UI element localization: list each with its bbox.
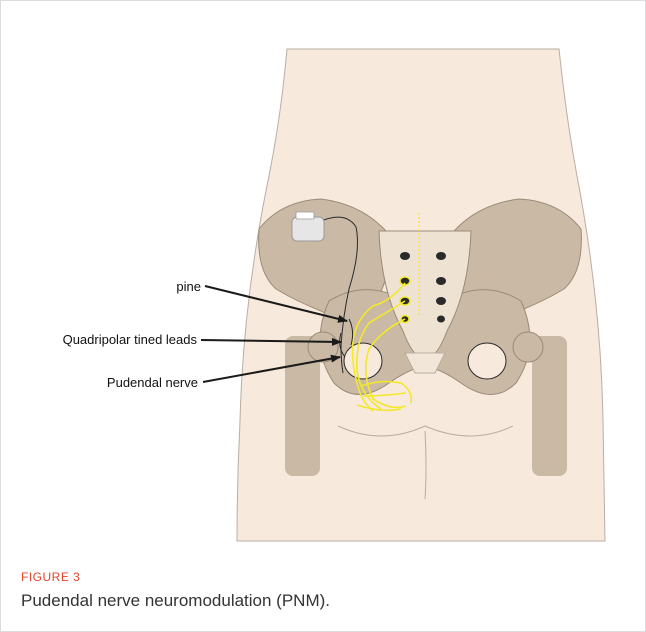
right-femoral-head <box>513 332 543 362</box>
label-quadripolar-tined-leads: Quadripolar tined leads <box>63 332 198 347</box>
implantable-pulse-generator <box>292 217 324 241</box>
figure-caption: Pudendal nerve neuromodulation (PNM). <box>21 591 330 611</box>
label-pudendal-nerve: Pudendal nerve <box>107 375 198 390</box>
ipg-header <box>296 212 314 219</box>
label-pine: pine <box>176 279 201 294</box>
figure-number: FIGURE 3 <box>21 570 80 584</box>
right-obturator-foramen <box>468 343 506 379</box>
pelvis-illustration: pine Quadripolar tined leads Pudendal ne… <box>1 1 646 561</box>
left-obturator-foramen <box>344 343 382 379</box>
